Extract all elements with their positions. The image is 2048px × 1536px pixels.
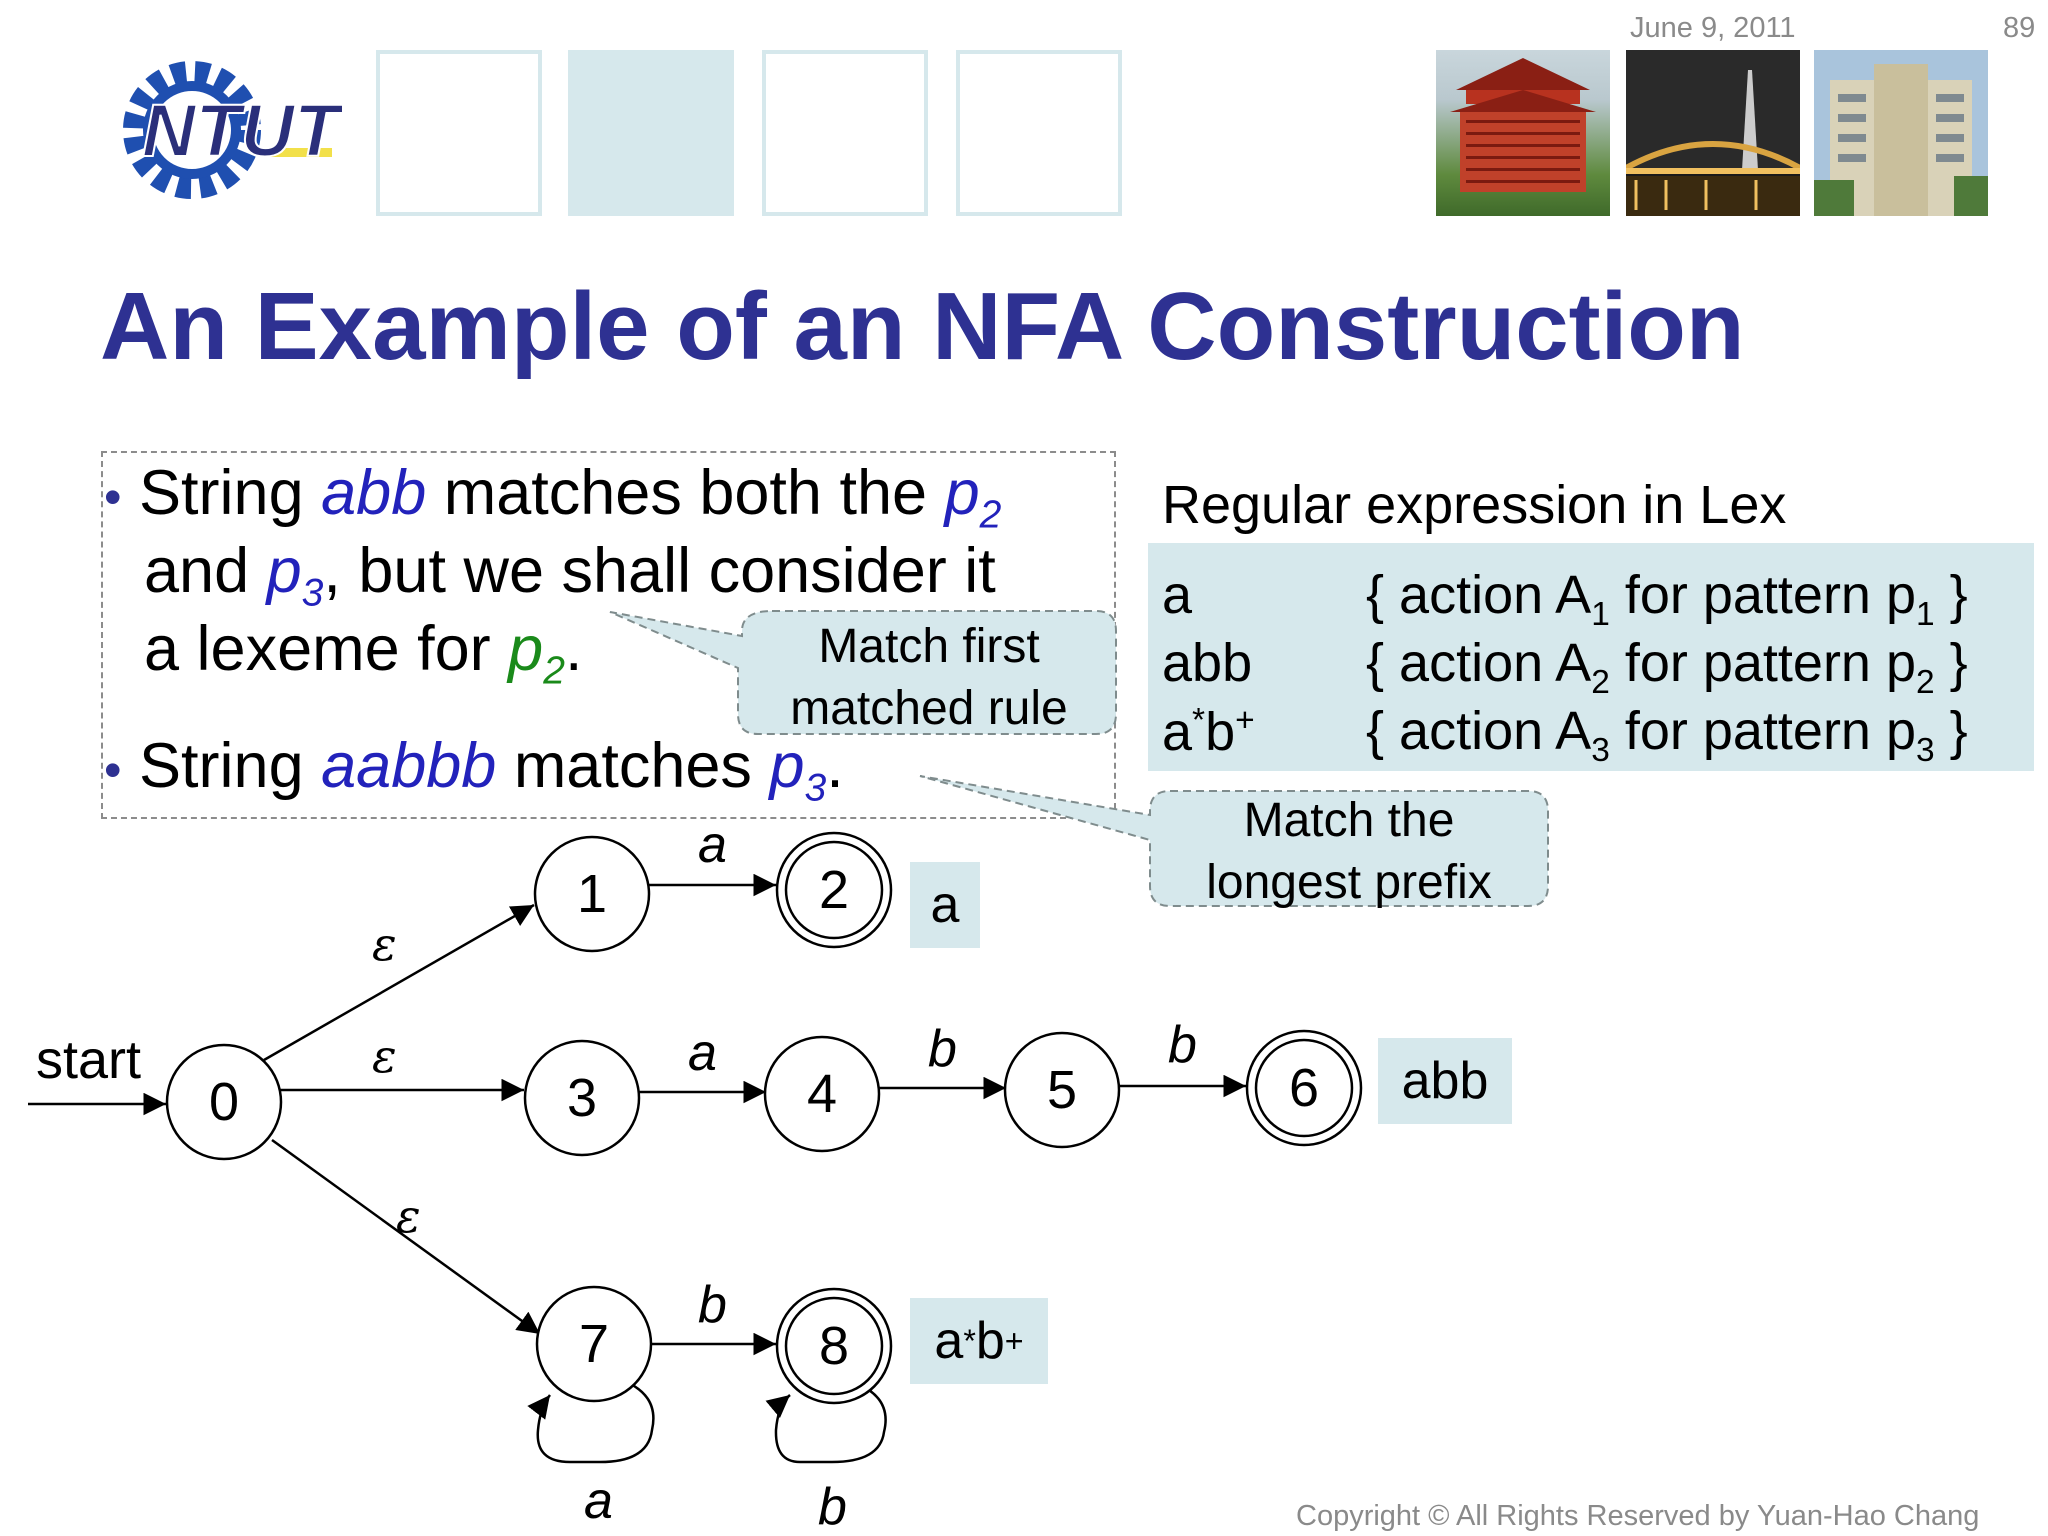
bullet-1-line-3: a lexeme for p2. bbox=[144, 614, 583, 693]
edge-label-5-6: b bbox=[1168, 1016, 1197, 1074]
decor-square-1 bbox=[376, 50, 542, 216]
loop-label-8: b bbox=[818, 1478, 847, 1536]
callout-longest-prefix: Match the longest prefix bbox=[1206, 794, 1492, 909]
callout-longest-shape bbox=[919, 775, 1549, 907]
decor-square-2 bbox=[568, 50, 734, 216]
bullet-dot: • bbox=[104, 469, 122, 525]
photo-grand-hotel bbox=[1436, 50, 1610, 216]
regex-row-3-pattern: a*b+ bbox=[1162, 702, 1255, 762]
start-label: start bbox=[36, 1030, 141, 1090]
svg-text:2: 2 bbox=[819, 860, 849, 920]
photo-campus-building bbox=[1814, 50, 1988, 216]
state-4: 4 bbox=[763, 1035, 881, 1153]
logo-stripe bbox=[262, 148, 332, 157]
bullet-1-line-2: and p3, but we shall consider it bbox=[144, 536, 996, 615]
edge-label-3-4: a bbox=[688, 1024, 717, 1082]
decor-square-4 bbox=[956, 50, 1122, 216]
regex-heading: Regular expression in Lex bbox=[1162, 475, 1787, 535]
svg-text:8: 8 bbox=[819, 1316, 849, 1376]
accept-label-s8: a*b+ bbox=[910, 1298, 1048, 1384]
state-0: 0 bbox=[165, 1043, 283, 1161]
edge-label-0-3: ε bbox=[372, 1029, 397, 1083]
regex-row-3-action: { action A3 for pattern p3 } bbox=[1366, 701, 1968, 769]
regex-row-2-action: { action A2 for pattern p2 } bbox=[1366, 633, 1968, 701]
regex-table bbox=[1148, 543, 2034, 771]
gear-icon bbox=[123, 61, 261, 199]
state-2: 2 bbox=[775, 831, 893, 949]
regex-row-2-pattern: abb bbox=[1162, 633, 1253, 693]
edge-0-7 bbox=[271, 1138, 541, 1336]
edge-0-1 bbox=[263, 903, 535, 1062]
edge-label-4-5: b bbox=[928, 1020, 957, 1078]
state-5: 5 bbox=[1003, 1031, 1121, 1149]
bullet-1-line-1: • String abb matches both the p2 bbox=[104, 458, 1002, 537]
accept-label-s6: abb bbox=[1378, 1038, 1512, 1124]
photo-night-bridge bbox=[1626, 50, 1800, 216]
page-number: 89 bbox=[2003, 12, 2036, 44]
state-7: 7 bbox=[535, 1285, 653, 1403]
bullet-dot: • bbox=[104, 742, 122, 798]
svg-text:0: 0 bbox=[209, 1072, 239, 1132]
callout-match-first: Match first matched rule bbox=[790, 620, 1068, 735]
edge-label-7-8: b bbox=[698, 1276, 727, 1334]
bullet-2: • String aabbb matches p3. bbox=[104, 731, 844, 810]
slide-date: June 9, 2011 bbox=[1630, 12, 1796, 44]
slide-title: An Example of an NFA Construction bbox=[100, 273, 1745, 380]
state-8: 8 bbox=[775, 1287, 893, 1405]
edge-label-0-7: ε bbox=[396, 1189, 421, 1243]
regex-row-1-pattern: a bbox=[1162, 565, 1193, 625]
edge-label-0-1: ε bbox=[372, 917, 397, 971]
edge-label-1-2: a bbox=[698, 816, 727, 874]
callout-first-shape bbox=[609, 610, 1117, 735]
svg-text:5: 5 bbox=[1047, 1060, 1077, 1120]
copyright: Copyright © All Rights Reserved by Yuan-… bbox=[1296, 1500, 1980, 1532]
ntut-logo: NTUT bbox=[123, 61, 342, 199]
logo-text: NTUT bbox=[142, 89, 342, 172]
svg-text:3: 3 bbox=[567, 1068, 597, 1128]
svg-text:1: 1 bbox=[577, 864, 607, 924]
loop-7 bbox=[527, 1378, 655, 1464]
decor-square-3 bbox=[762, 50, 928, 216]
loop-label-7: a bbox=[584, 1472, 613, 1530]
state-3: 3 bbox=[523, 1039, 641, 1157]
svg-text:4: 4 bbox=[807, 1064, 837, 1124]
state-6: 6 bbox=[1245, 1029, 1363, 1147]
accept-label-s2: a bbox=[910, 862, 980, 948]
regex-row-1-action: { action A1 for pattern p1 } bbox=[1366, 565, 1968, 633]
state-1: 1 bbox=[533, 835, 651, 953]
loop-8 bbox=[765, 1383, 887, 1464]
svg-text:7: 7 bbox=[579, 1314, 609, 1374]
svg-text:6: 6 bbox=[1289, 1058, 1319, 1118]
